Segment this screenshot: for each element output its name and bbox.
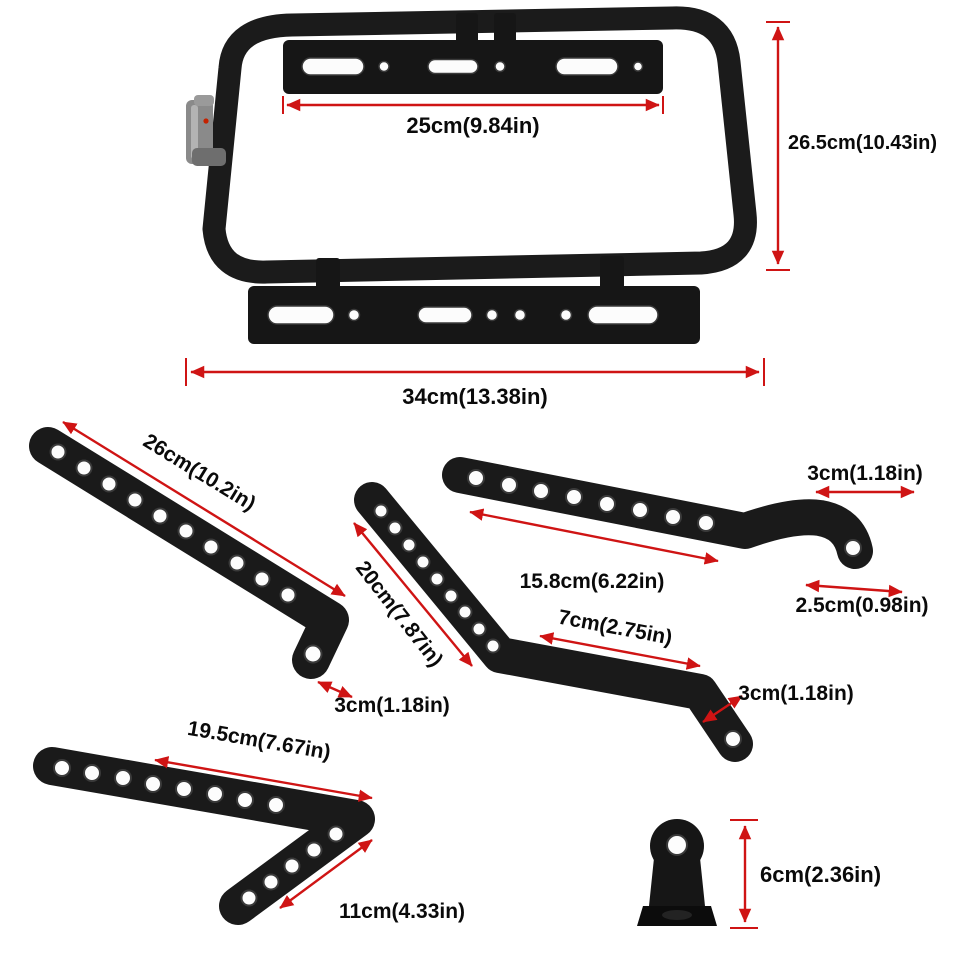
rack-top-tab — [456, 13, 478, 47]
dim-bracket26-end: 3cm(1.18in) — [317, 680, 450, 717]
rack-top-tab — [494, 13, 516, 47]
dim-label-bracket158-bend: 3cm(1.18in) — [807, 462, 923, 485]
dim-vbracket-short: 11cm(4.33in) — [279, 839, 465, 923]
dim-bracket158-length: 15.8cm(6.22in) — [469, 508, 719, 593]
dim-label-bracket26-end: 3cm(1.18in) — [334, 694, 450, 717]
dim-label-vbracket-short: 11cm(4.33in) — [339, 900, 465, 923]
dim-bracket26-length: 26cm(10.2in) — [62, 420, 346, 598]
spring-clip — [186, 95, 226, 166]
dim-label-rack-inner-width: 25cm(9.84in) — [406, 113, 539, 138]
dim-bracket158-tab: 2.5cm(0.98in) — [795, 579, 929, 617]
dim-bracket20-end: 3cm(1.18in) — [702, 682, 854, 723]
bolt-hole — [666, 834, 688, 856]
dim-bracket158-bend: 3cm(1.18in) — [807, 462, 923, 499]
dim-tab-height: 6cm(2.36in) — [730, 819, 881, 929]
dim-label-bracket20-end: 3cm(1.18in) — [738, 682, 854, 705]
dim-rack-width: 34cm(13.38in) — [185, 358, 765, 409]
rack-bottom-tab — [316, 258, 340, 292]
rack-top-plate — [283, 40, 663, 94]
bracket-small-tab — [637, 819, 717, 926]
dim-label-tab-height: 6cm(2.36in) — [760, 862, 881, 887]
dim-label-bracket158-tab: 2.5cm(0.98in) — [795, 594, 928, 617]
luggage-rack — [186, 6, 757, 344]
dim-label-rack-width: 34cm(13.38in) — [402, 384, 548, 409]
rack-bottom-plate — [248, 286, 700, 344]
rack-bottom-tab — [600, 256, 624, 290]
dim-rack-height: 26.5cm(10.43in) — [766, 21, 937, 271]
bracket-158cm — [442, 457, 873, 569]
dim-label-bracket158-length: 15.8cm(6.22in) — [520, 570, 665, 593]
dim-label-rack-height: 26.5cm(10.43in) — [788, 132, 937, 154]
dim-label-vbracket-long: 19.5cm(7.67in) — [186, 717, 333, 764]
dim-rack-inner-width: 25cm(9.84in) — [282, 96, 664, 138]
rack-frame-tube — [202, 6, 757, 284]
